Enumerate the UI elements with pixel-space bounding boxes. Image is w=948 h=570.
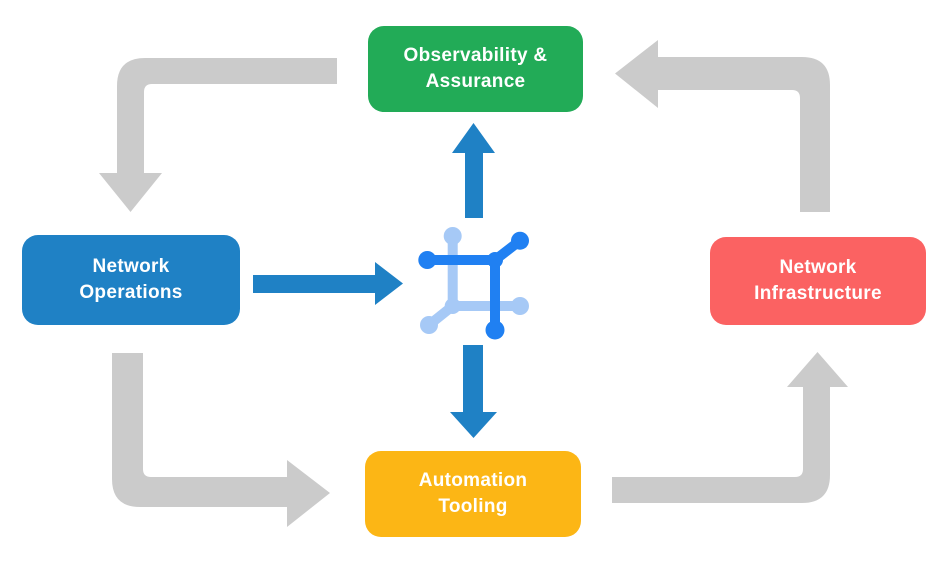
arrow-observability-to-operations xyxy=(99,58,337,212)
node-observability-label: Observability & Assurance xyxy=(403,44,548,92)
node-infrastructure-label: Network Infrastructure xyxy=(754,256,882,304)
arrow-operations-to-fabric xyxy=(253,262,403,305)
arrow-automation-to-infrastructure xyxy=(612,352,848,503)
node-operations-label: Network Operations xyxy=(79,255,183,303)
node-automation-label: Automation Tooling xyxy=(418,469,528,517)
node-network-operations: Network Operations xyxy=(22,235,240,325)
node-network-infrastructure: Network Infrastructure xyxy=(710,237,926,325)
node-observability-assurance: Observability & Assurance xyxy=(368,26,583,112)
arrow-infrastructure-to-observability xyxy=(615,40,830,212)
arrow-fabric-to-automation xyxy=(450,345,497,438)
arrow-fabric-to-observability xyxy=(452,123,495,218)
network-fabric-icon xyxy=(418,227,529,340)
arrow-operations-to-automation xyxy=(112,353,330,527)
node-automation-tooling: Automation Tooling xyxy=(365,451,581,537)
